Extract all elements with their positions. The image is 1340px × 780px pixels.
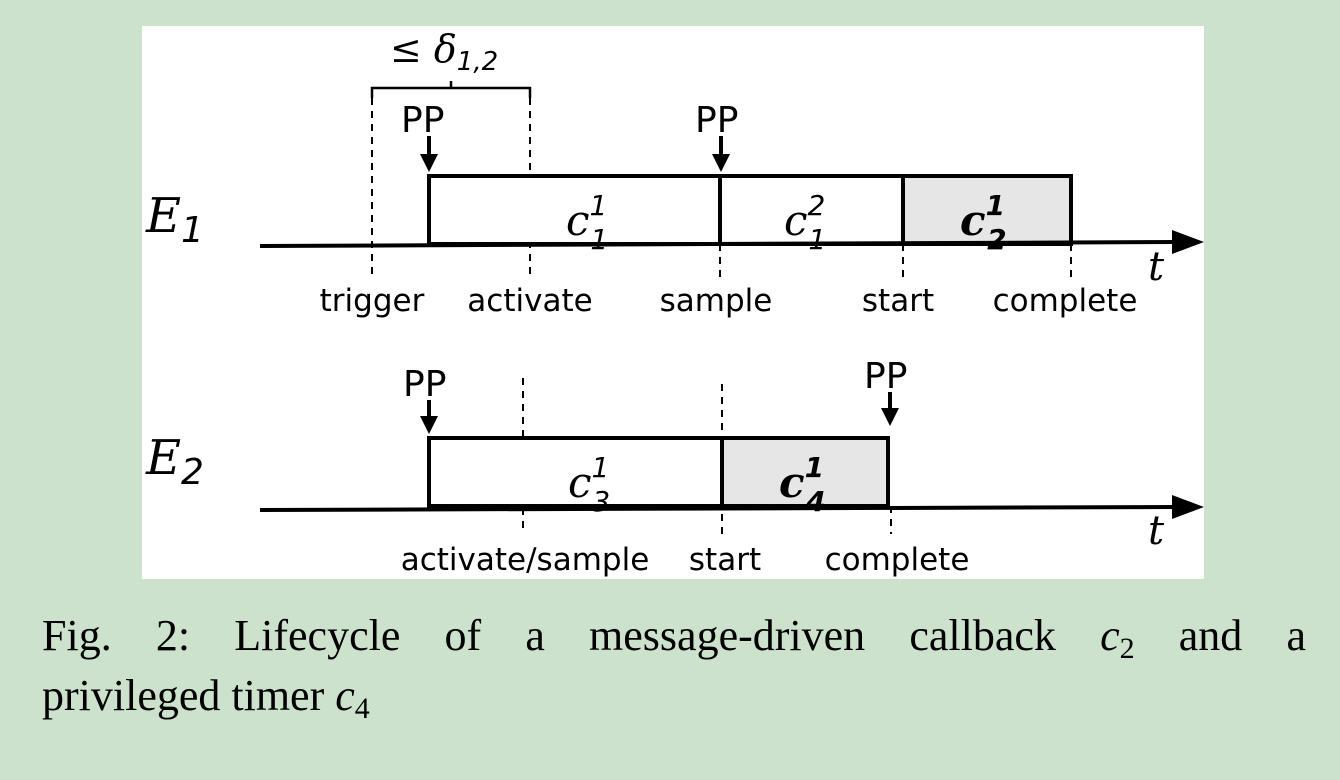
timeline-axis-e1 <box>259 240 1177 248</box>
svg-text:PP: PP <box>695 100 738 141</box>
event-label-start: start <box>862 283 934 319</box>
segment-c4-1 <box>720 436 890 508</box>
timeline-arrowhead-e2 <box>1172 495 1204 519</box>
svg-text:PP: PP <box>401 100 444 141</box>
timeline-arrowhead-e1 <box>1172 230 1204 254</box>
svg-text:PP: PP <box>864 356 907 397</box>
delta-bracket <box>370 81 532 98</box>
svg-text:PP: PP <box>403 364 446 405</box>
event-label-activate: activate <box>467 283 592 319</box>
caption-line-1: Fig. 2: Lifecycle of a message-driven ca… <box>42 611 1307 665</box>
figure-caption: Fig. 2: Lifecycle of a message-driven ca… <box>42 606 1306 726</box>
pp-arrow-e2-second: PP <box>864 356 907 426</box>
event-label-complete: complete <box>993 283 1138 319</box>
pp-arrow-e1-first: PP <box>401 100 444 172</box>
axis-var-e2: t <box>1148 508 1165 554</box>
event-label-trigger: trigger <box>320 283 425 319</box>
row-label-e2: E2 <box>145 430 204 493</box>
event-label-activate-sample: activate/sample <box>401 542 650 578</box>
event-label-complete-e2: complete <box>825 542 970 578</box>
segment-c3-1 <box>427 436 724 508</box>
row-label-e1: E1 <box>145 188 204 251</box>
delta-bracket-label: ≤ δ1,2 <box>390 27 498 77</box>
caption-line-2: privileged timer c4 <box>42 671 370 725</box>
event-label-sample: sample <box>660 283 773 319</box>
axis-var-e1: t <box>1148 244 1165 290</box>
timeline-axis-e2 <box>259 505 1177 512</box>
event-label-start-e2: start <box>689 542 761 578</box>
pp-arrow-e1-second: PP <box>695 100 738 172</box>
segment-c2-1 <box>901 174 1073 246</box>
pp-arrow-e2-first: PP <box>403 364 446 434</box>
